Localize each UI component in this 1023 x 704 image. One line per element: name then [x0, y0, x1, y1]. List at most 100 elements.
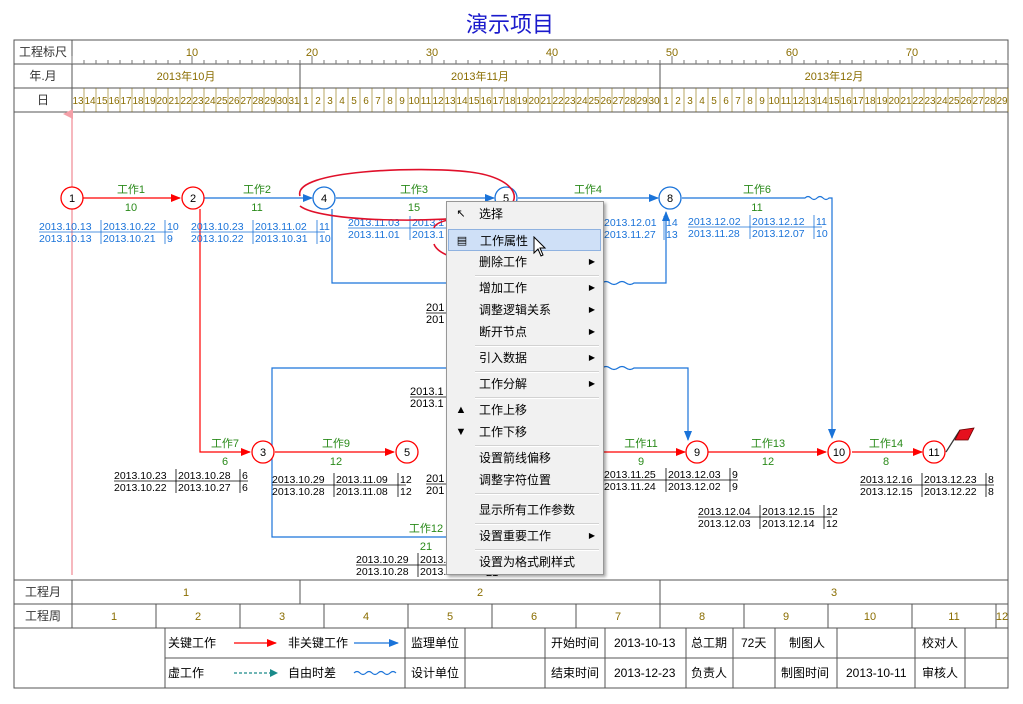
- submenu-arrow-icon: ▶: [588, 327, 595, 336]
- task-duration: 21: [420, 541, 432, 553]
- day-cell: 14: [816, 96, 828, 107]
- week-cell: 9: [783, 611, 789, 623]
- svg-text:2013.11.27: 2013.11.27: [604, 229, 656, 241]
- svg-text:11: 11: [928, 447, 939, 459]
- task-name: 工作11: [624, 437, 657, 450]
- arrow-2-3[interactable]: [199, 209, 251, 456]
- task-name: 工作14: [869, 437, 903, 450]
- svg-text:9: 9: [694, 447, 700, 459]
- month-cell: 2013年10月: [157, 69, 216, 83]
- day-cell: 24: [576, 96, 588, 107]
- day-cell: 6: [723, 96, 729, 107]
- svg-text:2013.10.13: 2013.10.13: [39, 221, 92, 233]
- menu-item-show-all-params[interactable]: 显示所有工作参数: [479, 503, 576, 517]
- menu-item-move-down[interactable]: ▼工作下移: [455, 425, 528, 439]
- svg-text:2013.1: 2013.1: [410, 398, 444, 410]
- day-cell: 10: [768, 96, 780, 107]
- svg-text:10: 10: [319, 233, 331, 245]
- menu-separator: [475, 549, 599, 551]
- arrow-work12[interactable]: [271, 452, 446, 538]
- svg-text:2013.1: 2013.1: [420, 566, 452, 578]
- menu-item-decompose-work[interactable]: 工作分解▶: [448, 373, 601, 395]
- day-cell: 2: [675, 96, 681, 107]
- svg-text:2013.12.03: 2013.12.03: [698, 518, 751, 530]
- svg-text:2013.11.09: 2013.11.09: [336, 474, 388, 486]
- day-cell: 20: [888, 96, 900, 107]
- node-5-bottom[interactable]: 5: [395, 440, 419, 464]
- menu-item-delete-work[interactable]: 删除工作▶: [448, 251, 601, 273]
- week-cell: 3: [279, 611, 285, 623]
- week-cell: 6: [531, 611, 537, 623]
- menu-item-import-data[interactable]: 引入数据▶: [448, 347, 601, 369]
- draw-time-label: 制图时间: [781, 666, 829, 680]
- day-cell: 19: [876, 96, 888, 107]
- menu-item-select[interactable]: ↖选择: [448, 203, 601, 225]
- task-name: 工作7: [211, 437, 239, 450]
- arrow-4-8[interactable]: [331, 209, 446, 284]
- menu-item-add-work[interactable]: 增加工作▶: [448, 277, 601, 299]
- day-cell: 17: [492, 96, 504, 107]
- node-1[interactable]: 1: [60, 186, 84, 210]
- page-title: 演示项目: [466, 12, 554, 37]
- day-cell: 31: [288, 96, 300, 107]
- arrow-4-8-tail[interactable]: [601, 211, 670, 286]
- node-3[interactable]: 3: [251, 440, 275, 464]
- svg-text:2013.12.03: 2013.12.03: [668, 469, 721, 481]
- svg-text:14: 14: [666, 217, 678, 229]
- svg-text:1: 1: [69, 193, 75, 205]
- task-name: 工作2: [243, 183, 271, 196]
- svg-text:2013.12.01: 2013.12.01: [604, 217, 657, 229]
- day-cell: 29: [996, 96, 1008, 107]
- supervisor-label: 监理单位: [411, 635, 459, 650]
- menu-item-adjust-logic[interactable]: 调整逻辑关系▶: [448, 299, 601, 321]
- legend-noncritical-label: 非关键工作: [288, 636, 348, 650]
- menu-item-work-properties[interactable]: ▤工作属性: [448, 229, 601, 251]
- menu-item-move-up[interactable]: ▲工作上移: [455, 403, 528, 417]
- reviewer-label: 审核人: [922, 665, 958, 680]
- node-2[interactable]: 2: [181, 186, 205, 210]
- day-cell: 4: [339, 96, 345, 107]
- svg-text:12: 12: [400, 474, 412, 486]
- day-cell: 12: [432, 96, 444, 107]
- menu-item-format-brush[interactable]: 设置为格式刷样式: [479, 555, 576, 569]
- properties-icon: ▤: [456, 235, 468, 247]
- day-cell: 17: [120, 96, 132, 107]
- day-cell: 30: [276, 96, 288, 107]
- footer-month-cell: 1: [183, 587, 189, 599]
- svg-text:2013.10.29: 2013.10.29: [272, 474, 325, 486]
- menu-item-set-important[interactable]: 设置重要工作▶: [448, 525, 601, 547]
- day-cell: 4: [699, 96, 705, 107]
- svg-text:2013.10.28: 2013.10.28: [356, 566, 409, 578]
- node-9[interactable]: 9: [685, 440, 709, 464]
- arrow-work6[interactable]: [682, 195, 836, 439]
- menu-separator: [475, 275, 599, 277]
- week-cell: 12: [996, 611, 1008, 623]
- menu-item-break-node[interactable]: 断开节点▶: [448, 321, 601, 343]
- footer-month-label: 工程月: [25, 584, 61, 599]
- node-10[interactable]: 10: [827, 440, 851, 464]
- submenu-arrow-icon: ▶: [588, 305, 595, 314]
- node-4[interactable]: 4: [312, 186, 336, 210]
- menu-item-char-position[interactable]: 调整字符位置: [479, 473, 552, 487]
- arrow-3-9-upper[interactable]: [271, 367, 446, 452]
- day-cell: 9: [759, 96, 765, 107]
- week-cell: 10: [864, 611, 876, 623]
- menu-separator: [475, 371, 599, 373]
- menu-item-arrow-offset[interactable]: 设置箭线偏移: [479, 451, 552, 465]
- svg-text:2013.10.23: 2013.10.23: [191, 221, 244, 233]
- node-11[interactable]: 11: [922, 440, 946, 464]
- node-8[interactable]: 8: [658, 186, 682, 210]
- svg-text:2: 2: [190, 193, 196, 205]
- day-cell: 23: [924, 96, 936, 107]
- arrow-3-9-upper-tail[interactable]: [601, 365, 692, 441]
- task-duration: 10: [125, 202, 137, 214]
- ruler-label: 工程标尺: [19, 44, 67, 59]
- menu-separator: [475, 397, 599, 399]
